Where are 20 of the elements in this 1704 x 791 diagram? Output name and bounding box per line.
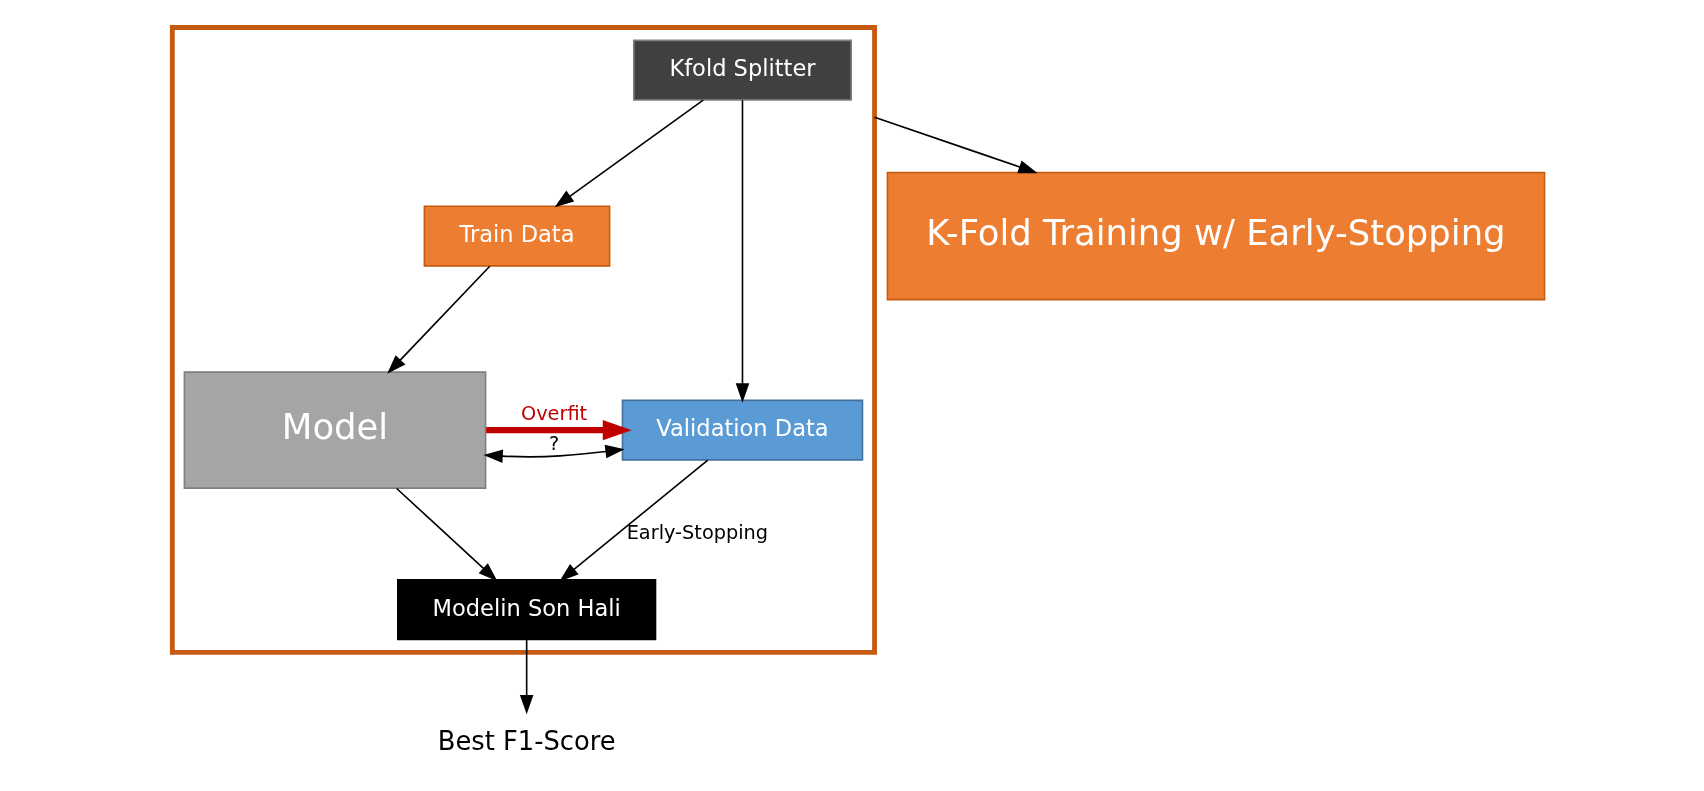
arrow bbox=[395, 487, 498, 582]
arrow bbox=[387, 265, 491, 374]
edge-label: ? bbox=[548, 432, 560, 456]
cluster bbox=[169, 25, 877, 655]
edge-label: Early-Stopping bbox=[626, 521, 769, 544]
node-box: Kfold Splitter bbox=[632, 39, 852, 101]
arrow bbox=[559, 459, 709, 582]
arrow bbox=[873, 116, 1038, 174]
node-box: Train Data bbox=[423, 205, 611, 267]
arrow bbox=[483, 444, 625, 463]
arrow bbox=[519, 639, 534, 715]
arrow bbox=[554, 99, 704, 208]
edge-label: Overfit bbox=[520, 401, 588, 425]
arrow bbox=[735, 99, 750, 403]
node-box: Model bbox=[183, 371, 487, 489]
node-box: K-Fold Training w/ Early-Stopping bbox=[886, 171, 1546, 301]
arrow bbox=[486, 419, 632, 441]
node-box: Modelin Son Hali bbox=[397, 579, 657, 641]
node-box: Validation Data bbox=[621, 399, 864, 461]
node-text: Best F1-Score bbox=[437, 726, 616, 757]
